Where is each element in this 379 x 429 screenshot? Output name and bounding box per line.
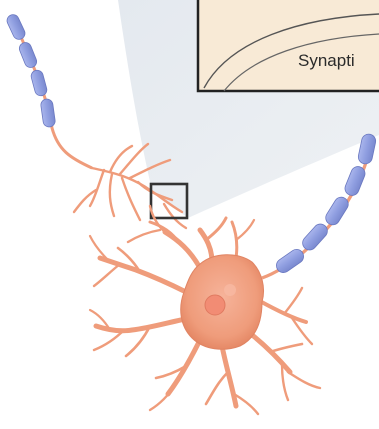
nucleolus-highlight xyxy=(224,284,236,296)
upper-myelin-sheath xyxy=(5,13,56,128)
synapse-inset xyxy=(198,0,379,91)
inset-label: Synapti xyxy=(298,52,355,69)
nucleus xyxy=(205,295,225,315)
